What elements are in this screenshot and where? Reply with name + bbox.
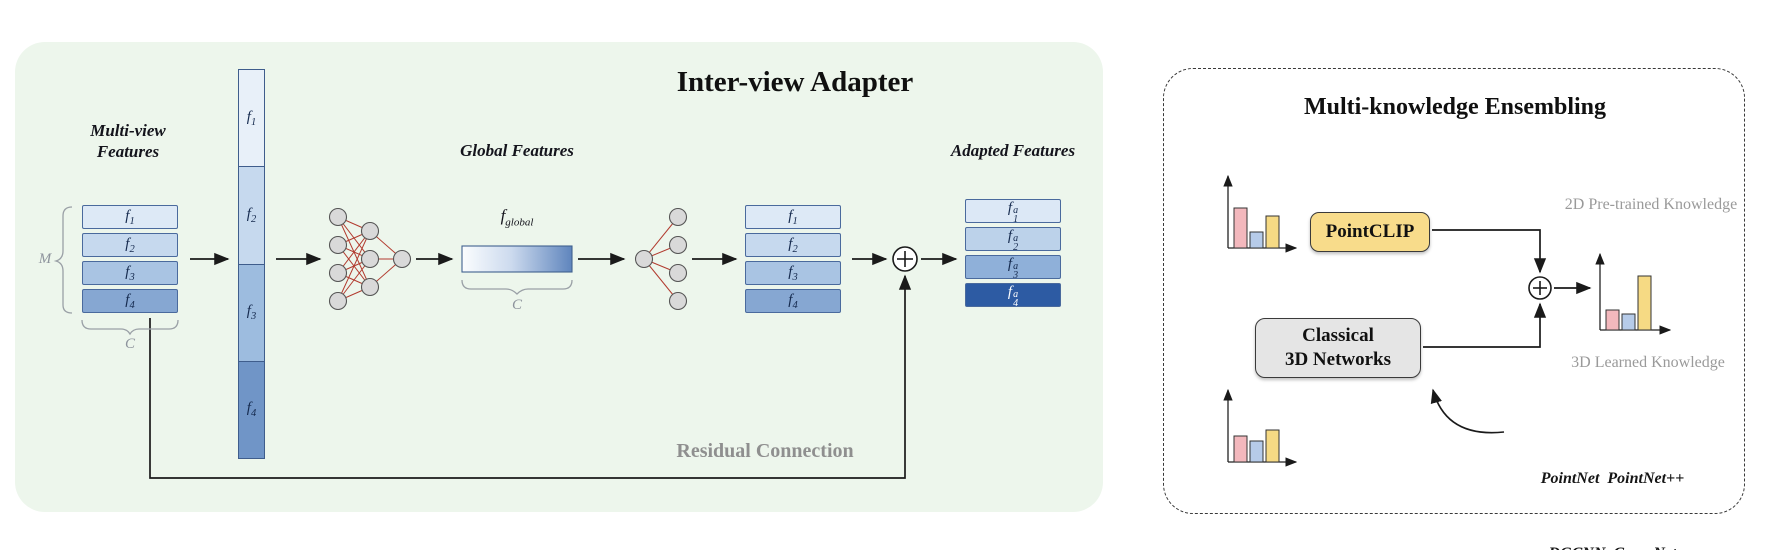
knowledge-3d-label: 3D Learned Knowledge	[1571, 354, 1725, 371]
feature-cell: f1	[745, 205, 841, 229]
c-dimension-label: C	[511, 297, 522, 313]
feature-cell: f1	[239, 70, 264, 168]
concatenated-feature-column: f1 f2 f3 f4	[238, 69, 265, 459]
feature-cell: f3	[82, 261, 178, 285]
multiview-feature-stack: f1 f2 f3 f4	[82, 205, 178, 313]
feature-cell: f2	[82, 233, 178, 257]
inter-view-adapter-title: Inter-view Adapter	[676, 66, 914, 98]
c-dimension-label: C	[124, 336, 135, 352]
networks-list-label: PointNet PointNet++ DGCNN CurveNet	[1540, 470, 1685, 550]
feature-cell: f3	[239, 264, 264, 362]
f-global-label: fglobal	[500, 206, 534, 229]
knowledge-2d-label: 2D Pre-trained Knowledge	[1564, 196, 1738, 213]
feature-cell: f1	[82, 205, 178, 229]
feature-cell: f4	[239, 361, 264, 458]
feature-cell: f2	[745, 233, 841, 257]
pointclip-box: PointCLIP	[1310, 212, 1430, 252]
feature-cell: f4	[745, 289, 841, 313]
m-dimension-label: M	[38, 251, 52, 267]
multi-knowledge-title: Multi-knowledge Ensembling	[1303, 94, 1607, 120]
transformed-feature-stack: f1 f2 f3 f4	[745, 205, 841, 313]
residual-connection-label: Residual Connection	[676, 440, 854, 462]
inter-view-adapter-panel	[15, 42, 1103, 512]
feature-cell: f4	[82, 289, 178, 313]
adapted-features-label: Adapted Features	[950, 141, 1076, 160]
feature-cell: f2	[239, 167, 264, 265]
multiview-features-label: Multi-view Features	[90, 121, 166, 161]
global-features-label: Global Features	[460, 141, 574, 160]
classical-3d-networks-box: Classical 3D Networks	[1255, 318, 1421, 378]
feature-cell: f3	[745, 261, 841, 285]
